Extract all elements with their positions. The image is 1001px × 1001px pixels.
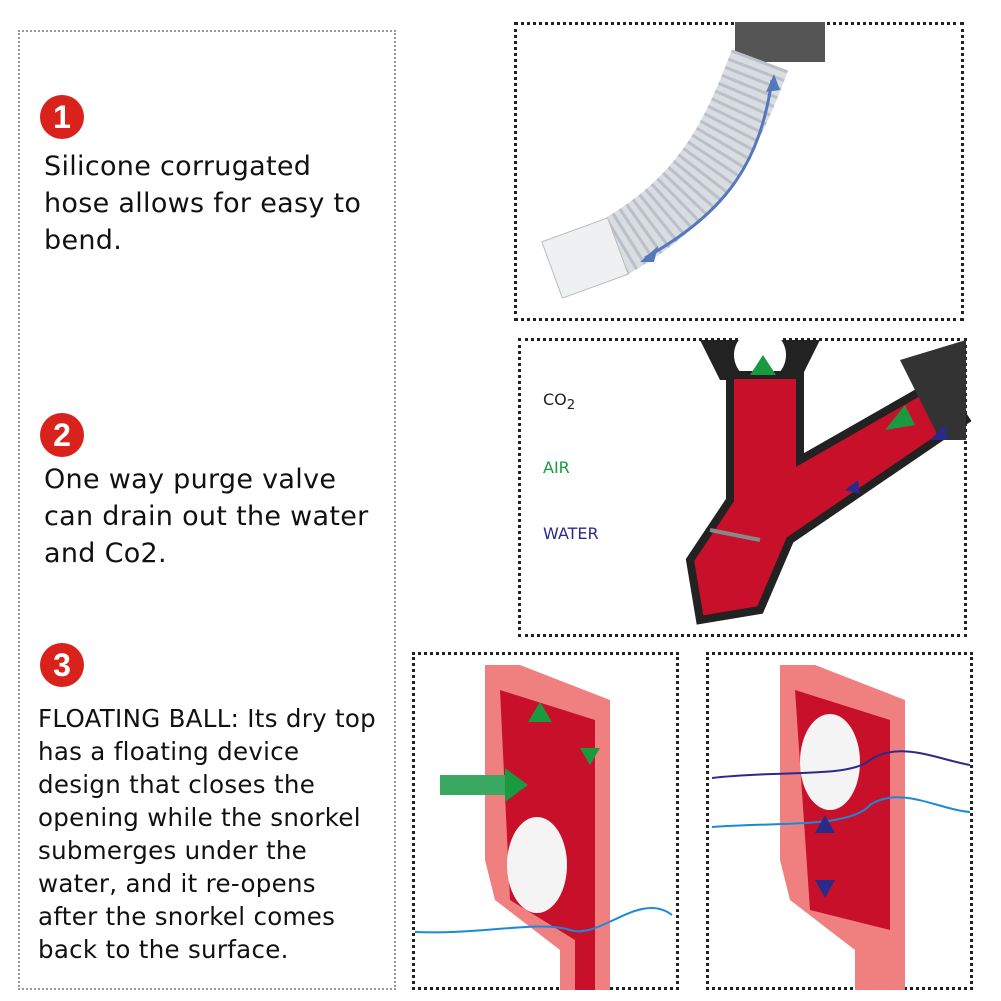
float-open-panel xyxy=(412,652,679,990)
feature-3-text: FLOATING BALL: Its dry top has a floatin… xyxy=(38,702,376,966)
text-line: FLOATING BALL: Its dry top xyxy=(38,704,377,733)
text-line: has a floating device xyxy=(38,737,300,766)
text-line: One way purge valve xyxy=(44,464,337,495)
floating-ball-closed-image xyxy=(711,665,971,990)
text-line: hose allows for easy to xyxy=(44,188,362,219)
corrugated-hose-image xyxy=(541,22,825,299)
feature-3-badge: 3 xyxy=(40,643,84,687)
features-panel xyxy=(18,30,396,990)
text-line: can drain out the water xyxy=(44,501,369,532)
text-line: and Co2. xyxy=(44,538,167,569)
text-line: opening while the snorkel xyxy=(38,803,361,832)
text-line: Silicone corrugated xyxy=(44,151,312,182)
water-arrow-icon xyxy=(930,425,948,440)
water-line xyxy=(414,907,673,934)
text-line: water, and it re-opens xyxy=(38,869,316,898)
text-line: design that closes the xyxy=(38,770,316,799)
text-line: after the snorkel comes xyxy=(38,902,336,931)
floating-ball-open-image xyxy=(414,665,673,990)
feature-1-text: Silicone corrugated hose allows for easy… xyxy=(44,148,361,259)
purge-valve-image xyxy=(685,329,972,625)
bend-arrow-icon xyxy=(644,79,774,260)
legend-air: AIR xyxy=(543,458,570,477)
feature-2-badge: 2 xyxy=(40,413,84,457)
text-line: bend. xyxy=(44,225,123,256)
legend-co2: CO2 xyxy=(543,390,575,413)
feature-2-text: One way purge valve can drain out the wa… xyxy=(44,461,369,572)
text-line: submerges under the xyxy=(38,836,308,865)
float-closed-panel xyxy=(706,652,973,990)
legend-co2-subscript: 2 xyxy=(566,398,576,414)
feature-1-badge: 1 xyxy=(40,95,84,139)
legend-water: WATER xyxy=(543,524,599,543)
text-line: back to the surface. xyxy=(38,935,289,964)
legend-co2-text: CO xyxy=(543,390,567,409)
air-arrow-icon xyxy=(750,355,776,375)
